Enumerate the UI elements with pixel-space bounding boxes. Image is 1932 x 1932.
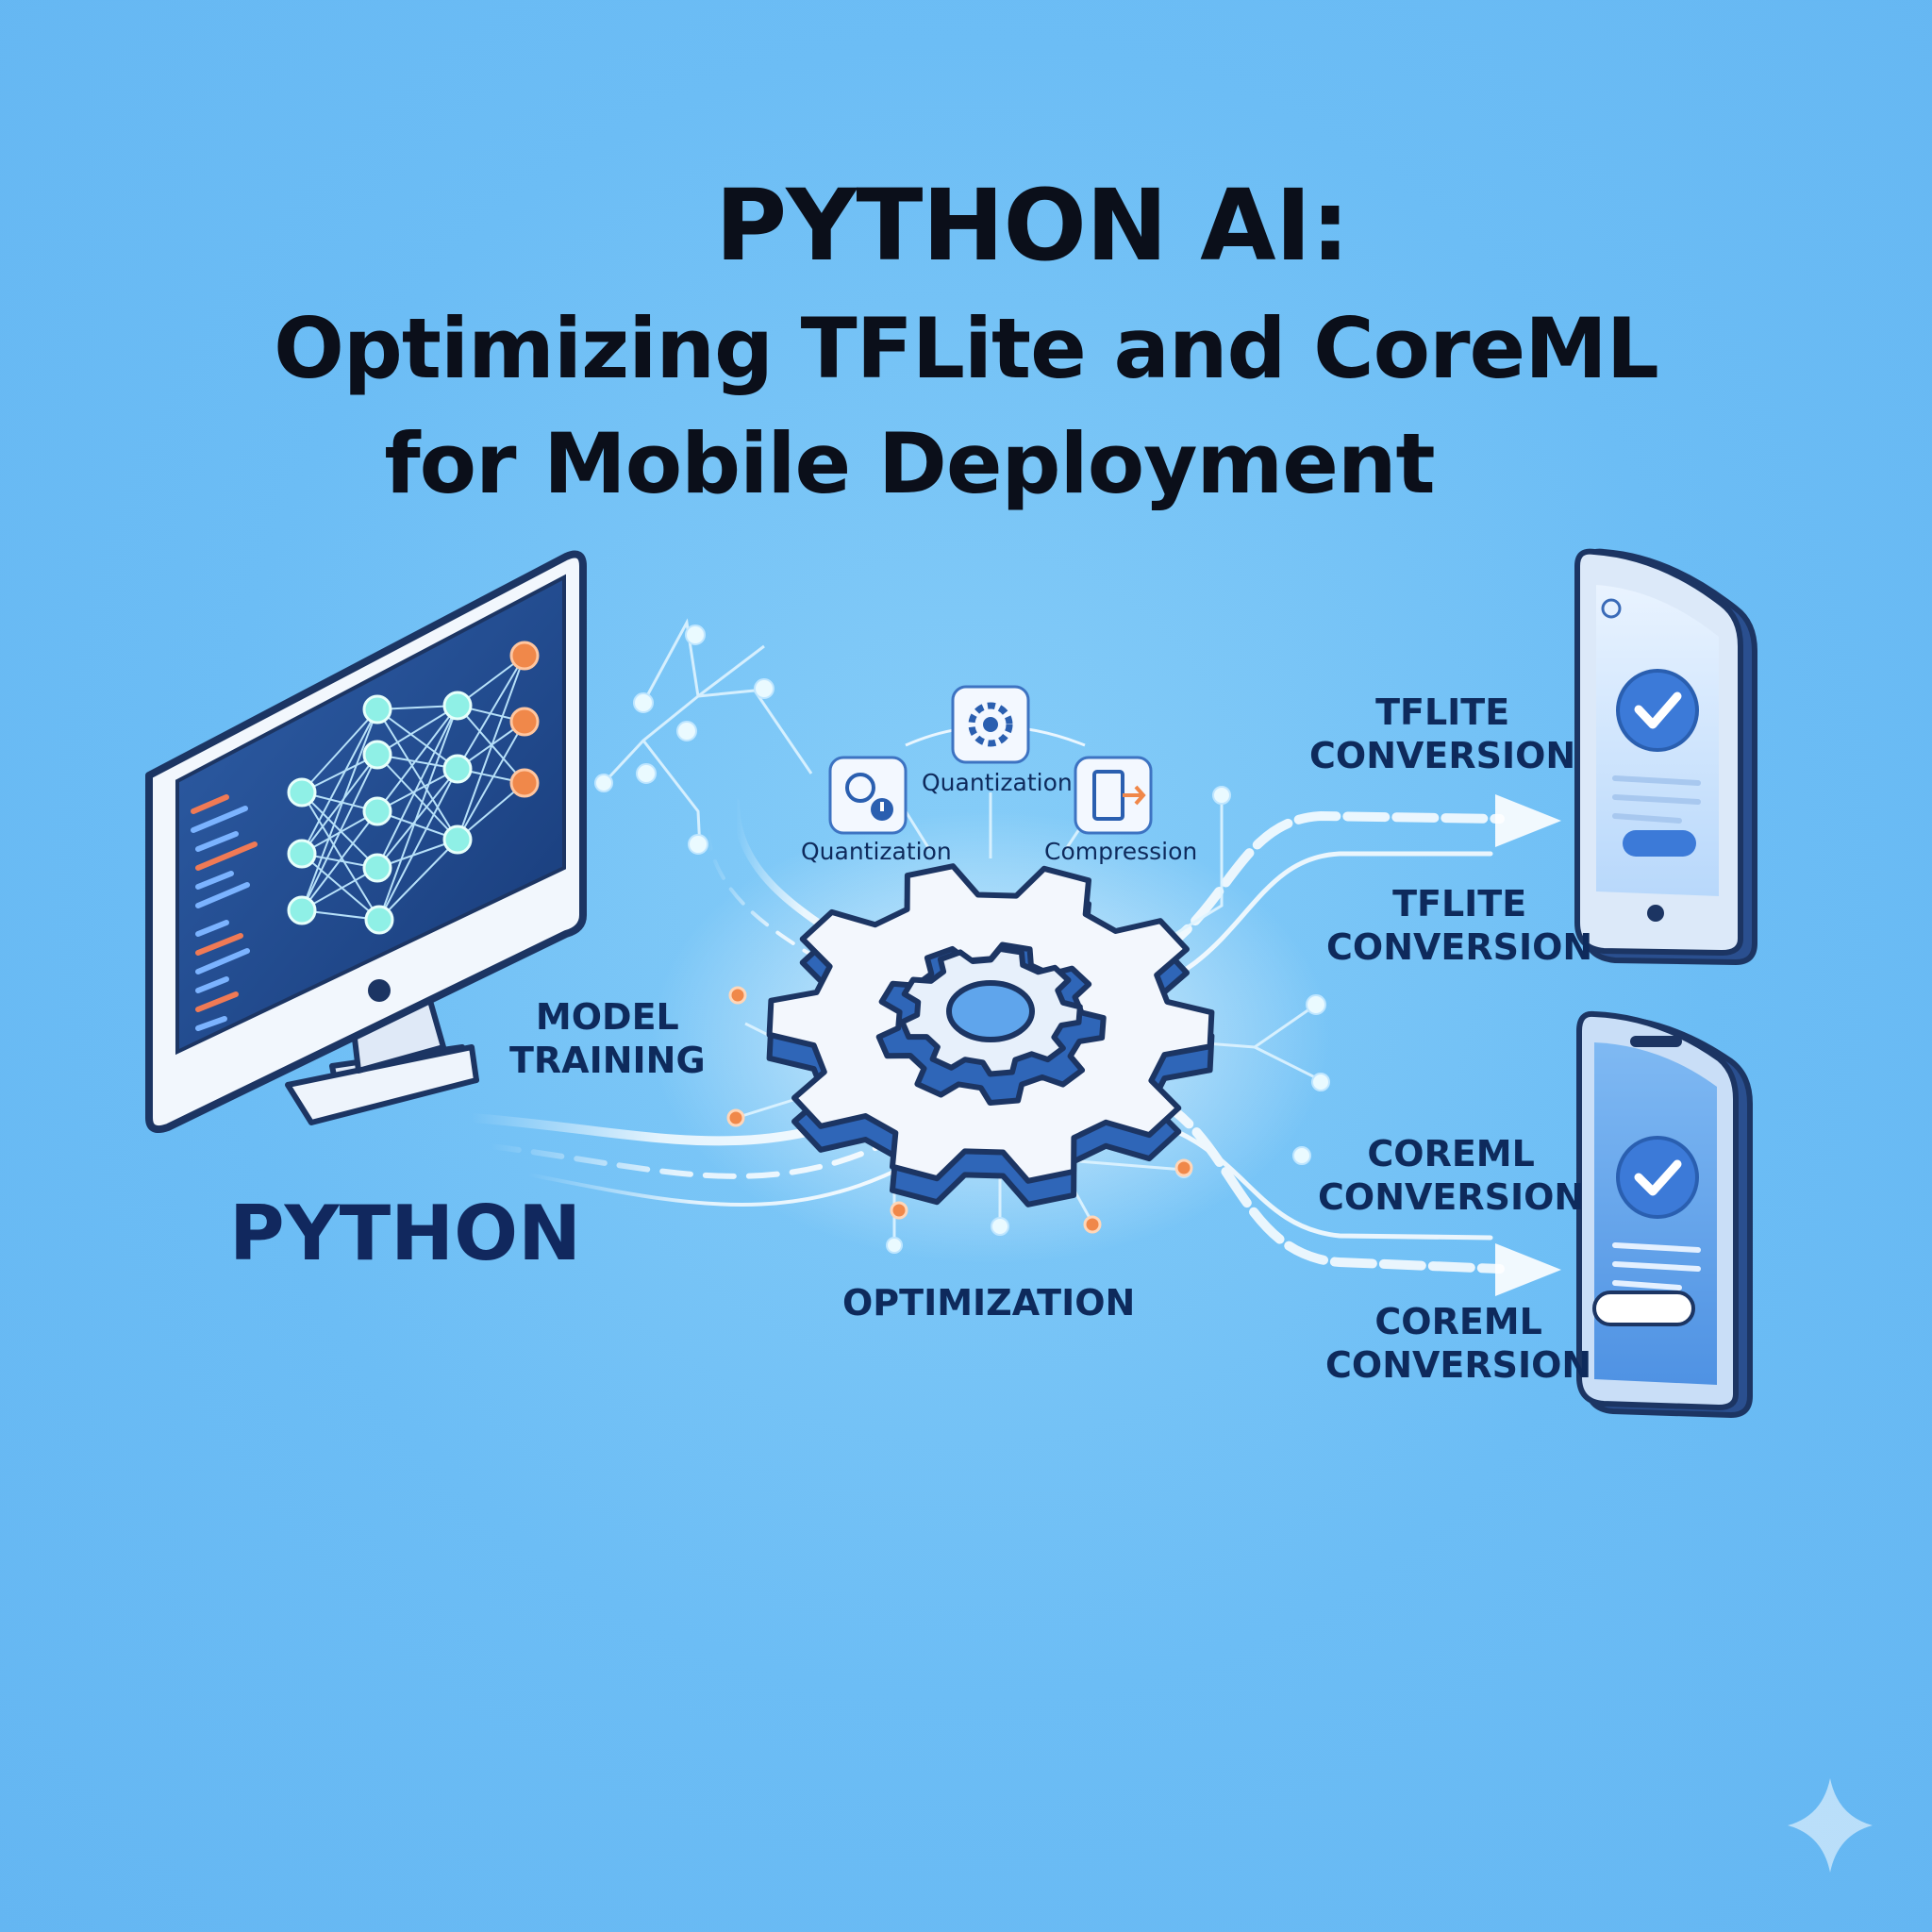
network-edge xyxy=(301,853,380,921)
checkmark-icon xyxy=(1634,691,1682,729)
network-edge xyxy=(457,655,525,841)
network-node xyxy=(362,853,392,883)
compression-label: Compression xyxy=(1044,838,1198,865)
arrow-head-tflite xyxy=(1495,794,1561,847)
network-node xyxy=(364,905,394,935)
quantization-left-icon xyxy=(828,756,908,835)
quantization-top-icon xyxy=(951,685,1030,764)
orange-nodes xyxy=(726,986,1193,1234)
network-edge xyxy=(301,708,378,911)
network-edge xyxy=(376,768,458,869)
network-edge xyxy=(301,810,378,911)
network-node xyxy=(509,707,540,737)
smartphone-icon xyxy=(1574,548,1757,966)
network-node xyxy=(362,796,392,826)
network-edge xyxy=(376,705,458,812)
network-edge xyxy=(376,708,458,770)
arrow-head-coreml xyxy=(1495,1243,1561,1296)
title-line-2: Optimizing TFLite and CoreML xyxy=(274,300,1659,397)
tflite-conversion-label-2: TFLITE CONVERSION xyxy=(1326,883,1593,968)
network-edge xyxy=(301,754,378,855)
network-edge xyxy=(376,705,458,869)
desktop-monitor-icon xyxy=(145,550,587,1133)
network-edge xyxy=(301,791,380,921)
gear-hub xyxy=(946,980,1035,1042)
network-node xyxy=(509,641,540,671)
coreml-conversion-label-2: COREML CONVERSION xyxy=(1325,1301,1592,1386)
network-edge xyxy=(376,768,458,812)
network-node xyxy=(287,895,317,925)
quantization-left-label: Quantization xyxy=(801,838,952,865)
coreml-conversion-label-1: COREML CONVERSION xyxy=(1318,1133,1585,1218)
optimization-label: OPTIMIZATION xyxy=(842,1282,1136,1324)
network-node xyxy=(287,839,317,869)
checkmark-icon xyxy=(1634,1159,1682,1196)
gear-icon xyxy=(766,863,1215,1208)
network-edge xyxy=(457,655,525,770)
network-edge xyxy=(376,708,458,841)
sparkle-icon xyxy=(1788,1778,1873,1873)
network-node xyxy=(362,694,392,724)
network-edge xyxy=(378,839,458,921)
network-edge xyxy=(301,754,378,911)
network-edge xyxy=(378,768,458,921)
network-node xyxy=(442,691,473,721)
network-node xyxy=(509,768,540,798)
network-edge xyxy=(457,721,525,841)
network-edge xyxy=(301,708,378,793)
network-edge xyxy=(378,705,458,921)
network-node xyxy=(442,824,473,855)
network-node xyxy=(287,777,317,808)
python-label: PYTHON xyxy=(229,1190,582,1277)
compression-icon xyxy=(1074,756,1153,835)
tflite-conversion-label-1: TFLITE CONVERSION xyxy=(1309,691,1576,776)
model-training-label: MODEL TRAINING xyxy=(509,996,706,1081)
network-edge xyxy=(376,754,458,841)
network-edge xyxy=(301,708,378,855)
network-edge xyxy=(301,791,378,869)
network-edge xyxy=(376,705,458,756)
title-line-3: for Mobile Deployment xyxy=(384,415,1435,512)
quantization-top-label: Quantization xyxy=(922,769,1073,796)
network-node xyxy=(362,740,392,770)
smartphone-icon xyxy=(1576,1010,1753,1419)
title-line-1: PYTHON AI: xyxy=(715,168,1350,283)
network-node xyxy=(442,754,473,784)
